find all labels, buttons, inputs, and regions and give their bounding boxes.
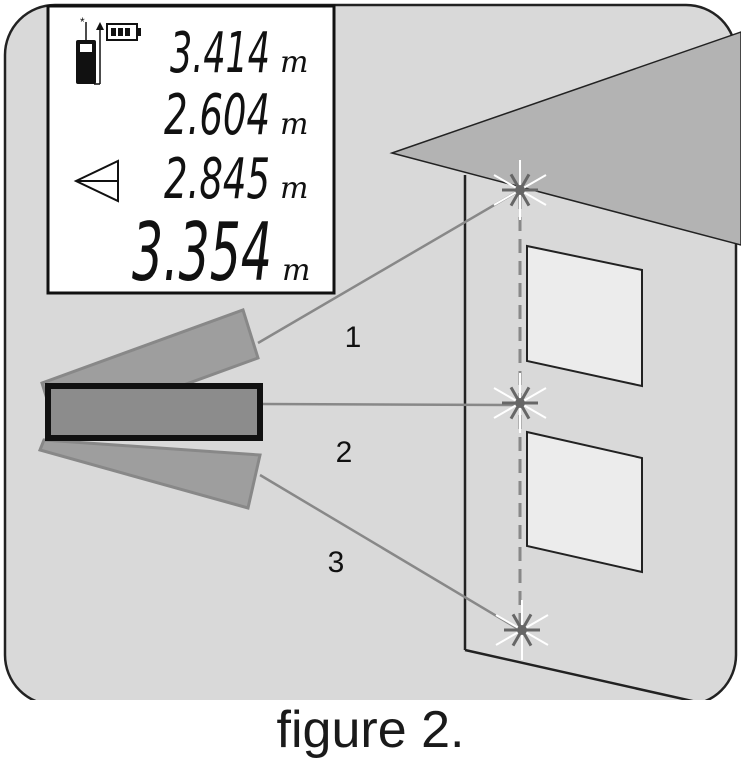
window-upper: [526, 244, 643, 388]
house-wall-bottom: [464, 648, 694, 700]
svg-text:*: *: [80, 15, 85, 29]
beam-label-2: 2: [336, 436, 353, 469]
reading-2-value: 2.604: [164, 83, 270, 148]
beam-2: [261, 402, 521, 407]
triangle-mode-icon: [73, 159, 119, 203]
laser-burst-3: [495, 600, 549, 660]
reading-3-unit: m: [280, 171, 308, 206]
window-lower: [526, 430, 643, 574]
measurement-diagram: 1 2 3 * 3.414 m 2.604 m 2.845 m 3.354 m: [3, 3, 741, 700]
laser-bursts: [493, 160, 549, 660]
reading-4-value: 3.354: [132, 206, 272, 299]
beam-3: [259, 473, 521, 632]
device-ghost-down: [37, 438, 262, 510]
laser-burst-2: [493, 373, 547, 433]
laser-device-icon: *: [76, 15, 104, 85]
reading-1-unit: m: [280, 45, 308, 80]
beam-label-1: 1: [345, 321, 362, 354]
battery-icon: [106, 23, 141, 41]
reading-2-unit: m: [280, 107, 308, 142]
figure-caption: figure 2.: [276, 701, 465, 759]
beam-label-3: 3: [328, 546, 345, 579]
laser-burst-1: [493, 160, 547, 220]
roof: [389, 31, 741, 246]
beam-1: [257, 188, 521, 345]
reading-4-unit: m: [282, 253, 310, 288]
laser-device: [45, 383, 263, 441]
reading-1-value: 3.414: [170, 21, 270, 86]
reading-3-value: 2.845: [164, 147, 270, 212]
